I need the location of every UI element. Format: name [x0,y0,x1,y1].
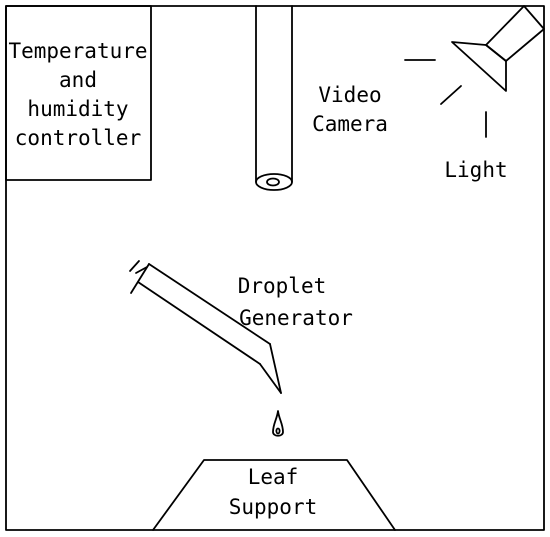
syringe-barrel-bottom [137,281,261,365]
droplet-shape [272,410,284,437]
leaf-support: Leaf Support [152,459,396,531]
controller-box: Temperature and humidity controller [5,5,152,181]
leaf-support-outline [152,459,396,531]
camera-label-line-2: Camera [312,112,388,136]
syringe-barrel-top [148,263,271,345]
lamp-reflector [451,41,507,92]
droplet-highlight [275,427,281,435]
chamber-enclosure [5,5,545,531]
controller-label-line-3: humidity [27,97,128,121]
video-camera: Video Camera [255,5,388,191]
controller-label-line-2: and [59,68,97,92]
controller-outline [5,5,152,181]
light-source: Light [404,5,545,182]
syringe-tip-inner [259,363,282,394]
controller-label-line-1: Temperature [8,39,147,63]
camera-label-line-1: Video [318,83,381,107]
droplet-generator: Droplet Generator [129,260,353,394]
leaf-support-label-line-2: Support [229,495,318,519]
droplet [272,410,284,437]
syringe-flange [130,263,150,294]
camera-lens-outer [255,173,293,191]
syringe-tip-outer [269,343,282,394]
controller-label-line-4: controller [15,126,141,150]
syringe-plunger-rod [135,266,148,274]
camera-lens-inner [266,177,280,187]
light-label: Light [444,158,507,182]
droplet-generator-label-line-1: Droplet [238,274,327,298]
droplet-generator-label-line-2: Generator [239,306,353,330]
light-ray-diagonal [440,85,462,105]
leaf-support-label-line-1: Leaf [248,465,299,489]
syringe-plunger-head [129,260,140,272]
